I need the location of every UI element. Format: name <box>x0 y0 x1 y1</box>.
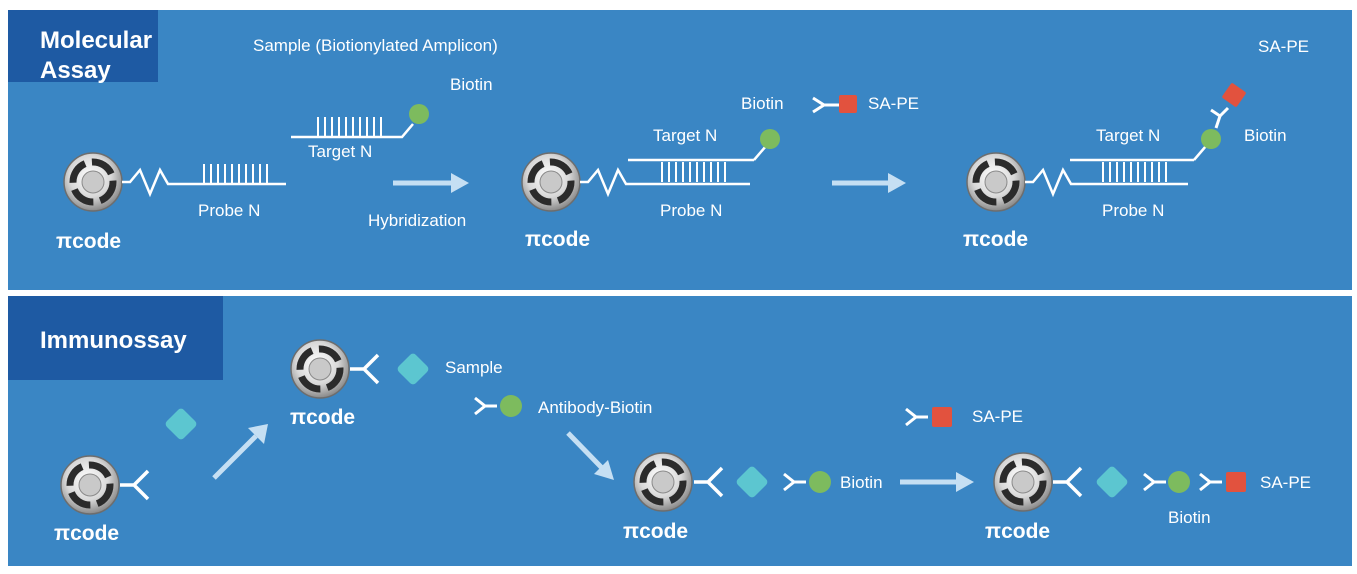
sape-label: SA-PE <box>868 94 920 113</box>
arrow-down-right-icon <box>566 431 614 480</box>
detection-antibody-icon <box>782 472 808 492</box>
pcode-bead-icon <box>634 453 692 511</box>
arrow-up-right-icon <box>212 424 268 480</box>
streptavidin-icon <box>1210 106 1230 129</box>
immunoassay-panel: Immunossay <box>8 296 1352 566</box>
antibody-icon <box>1051 466 1083 498</box>
sample-antigen-icon <box>735 465 769 499</box>
probe-label: Probe N <box>660 201 723 220</box>
pcode-label: πcode <box>56 230 122 253</box>
antibody-icon <box>692 466 724 498</box>
title-line-2: Assay <box>40 57 111 84</box>
detection-antibody-icon <box>1142 472 1168 492</box>
pcode-label: πcode <box>525 228 591 251</box>
pcode-label: πcode <box>623 520 689 543</box>
molecular-assay-panel: Molecular Assay <box>8 10 1352 290</box>
immunoassay-title: Immunossay <box>8 296 223 380</box>
arrow-right-icon <box>900 472 974 492</box>
biotin-dot <box>409 104 429 124</box>
pcode-label: πcode <box>54 522 120 545</box>
sample-label: Sample (Biotionylated Amplicon) <box>253 36 498 55</box>
target-label: Target N <box>653 126 718 145</box>
antibody-icon <box>348 353 380 385</box>
pcode-label: πcode <box>963 228 1029 251</box>
sape-square <box>932 407 952 427</box>
streptavidin-icon <box>812 96 840 114</box>
pcode-bead-icon <box>967 153 1025 211</box>
molecular-assay-diagram <box>8 83 1246 290</box>
antibody-icon <box>118 469 150 501</box>
biotin-label: Biotin <box>450 75 493 94</box>
pcode-label: πcode <box>985 520 1051 543</box>
streptavidin-icon <box>904 407 930 427</box>
sample-antigen-icon <box>396 352 430 386</box>
sape-square <box>1226 472 1246 492</box>
sape-label: SA-PE <box>1260 473 1312 492</box>
antibody-biotin-label: Antibody-Biotin <box>538 398 653 417</box>
biotin-label: Biotin <box>1168 508 1211 527</box>
streptavidin-icon <box>1198 472 1224 492</box>
pcode-bead-icon <box>61 456 119 514</box>
molecular-assay-title: Molecular Assay <box>8 10 158 84</box>
sape-label: SA-PE <box>972 407 1024 426</box>
biotin-label: Biotin <box>741 94 784 113</box>
probe-label: Probe N <box>1102 201 1165 220</box>
arrow-right-icon <box>832 173 906 193</box>
immunoassay-diagram <box>8 296 1246 566</box>
sape-square <box>1222 83 1246 107</box>
sape-label: SA-PE <box>1258 37 1310 56</box>
biotin-dot <box>500 395 522 417</box>
sample-label: Sample <box>445 358 503 377</box>
pcode-label: πcode <box>290 406 356 429</box>
probe-strand <box>203 163 268 185</box>
pcode-bead-icon <box>522 153 580 211</box>
amplicon-strand <box>317 116 382 138</box>
detection-antibody-icon <box>473 396 499 416</box>
biotin-dot <box>1201 129 1221 149</box>
pcode-bead-icon <box>64 153 122 211</box>
biotin-label: Biotin <box>1244 126 1287 145</box>
sape-square <box>839 95 857 113</box>
probe-label: Probe N <box>198 201 261 220</box>
biotin-label: Biotin <box>840 473 883 492</box>
pcode-bead-icon <box>291 340 349 398</box>
sample-antigen-icon <box>164 407 198 441</box>
sample-antigen-icon <box>1095 465 1129 499</box>
biotin-dot <box>1168 471 1190 493</box>
target-label: Target N <box>308 142 373 161</box>
pcode-bead-icon <box>994 453 1052 511</box>
target-label: Target N <box>1096 126 1161 145</box>
biotin-dot <box>760 129 780 149</box>
hybridization-label: Hybridization <box>368 211 467 230</box>
biotin-dot <box>809 471 831 493</box>
arrow-right-icon <box>393 173 469 193</box>
